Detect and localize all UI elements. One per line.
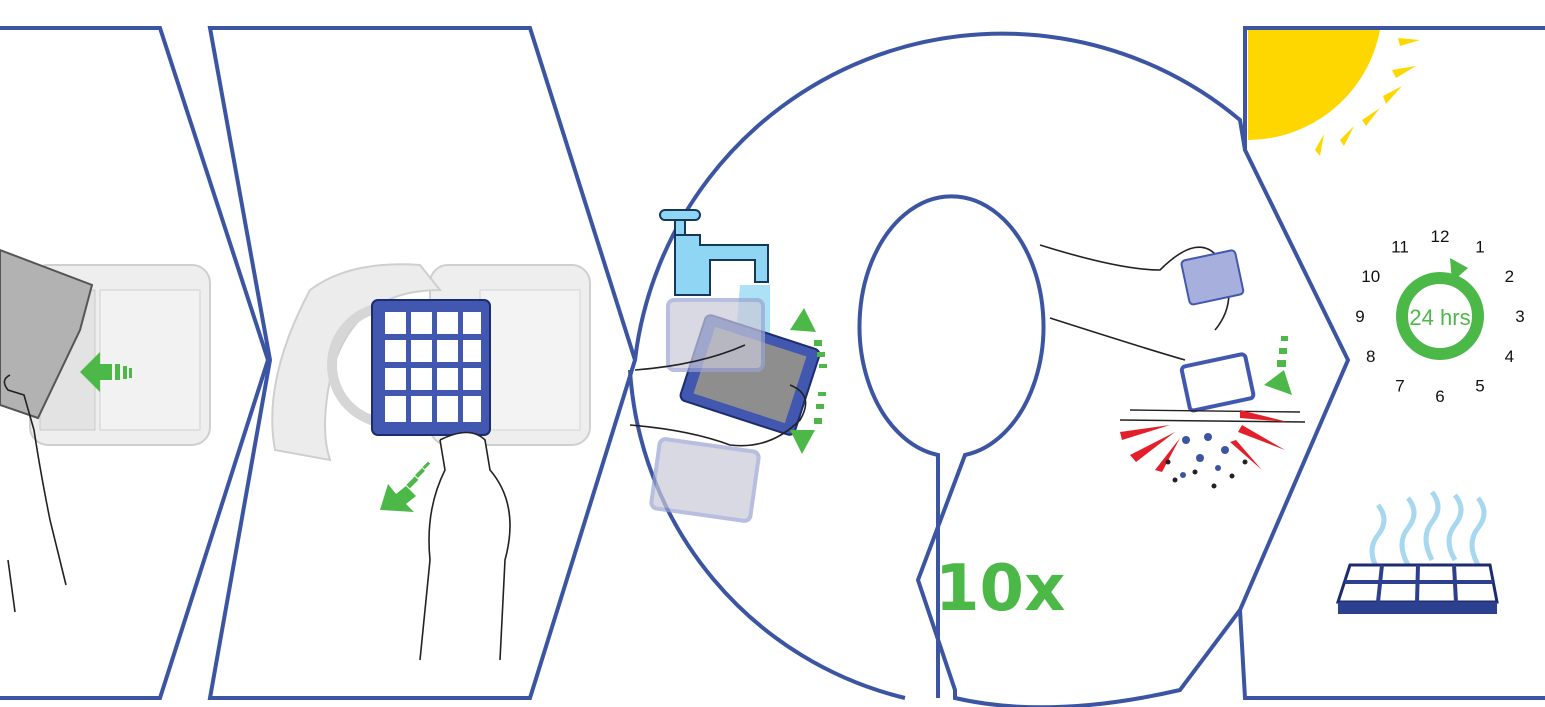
filter [1181,250,1254,411]
clock-number: 7 [1395,376,1404,395]
heat-waves-icon [1372,492,1484,570]
clock-number: 5 [1475,376,1484,395]
repeat-count-label: 10x [935,552,1065,626]
debris-lines [1120,410,1288,472]
clock-number: 9 [1355,307,1364,326]
clock-number: 11 [1391,238,1409,257]
tap-icon [660,210,768,295]
clock-number: 6 [1435,387,1444,406]
green-arrow-icon [380,461,430,512]
filter [1338,565,1497,614]
filter [372,300,490,435]
panel-pull-filter [210,28,635,698]
clock-number: 10 [1361,267,1380,286]
clock-number: 2 [1505,267,1514,286]
panel-rinse-and-tap: 10x [630,34,1348,707]
clock-number: 12 [1431,227,1450,246]
sun-icon [1248,30,1420,156]
hand [420,433,510,661]
clock-number: 1 [1475,238,1484,257]
clock-number: 3 [1515,307,1524,326]
clock-duration-label: 24 hrs [1409,305,1470,330]
clock-number: 8 [1366,347,1375,366]
green-arrow-icon [1264,336,1292,395]
clock-number: 4 [1505,347,1514,366]
